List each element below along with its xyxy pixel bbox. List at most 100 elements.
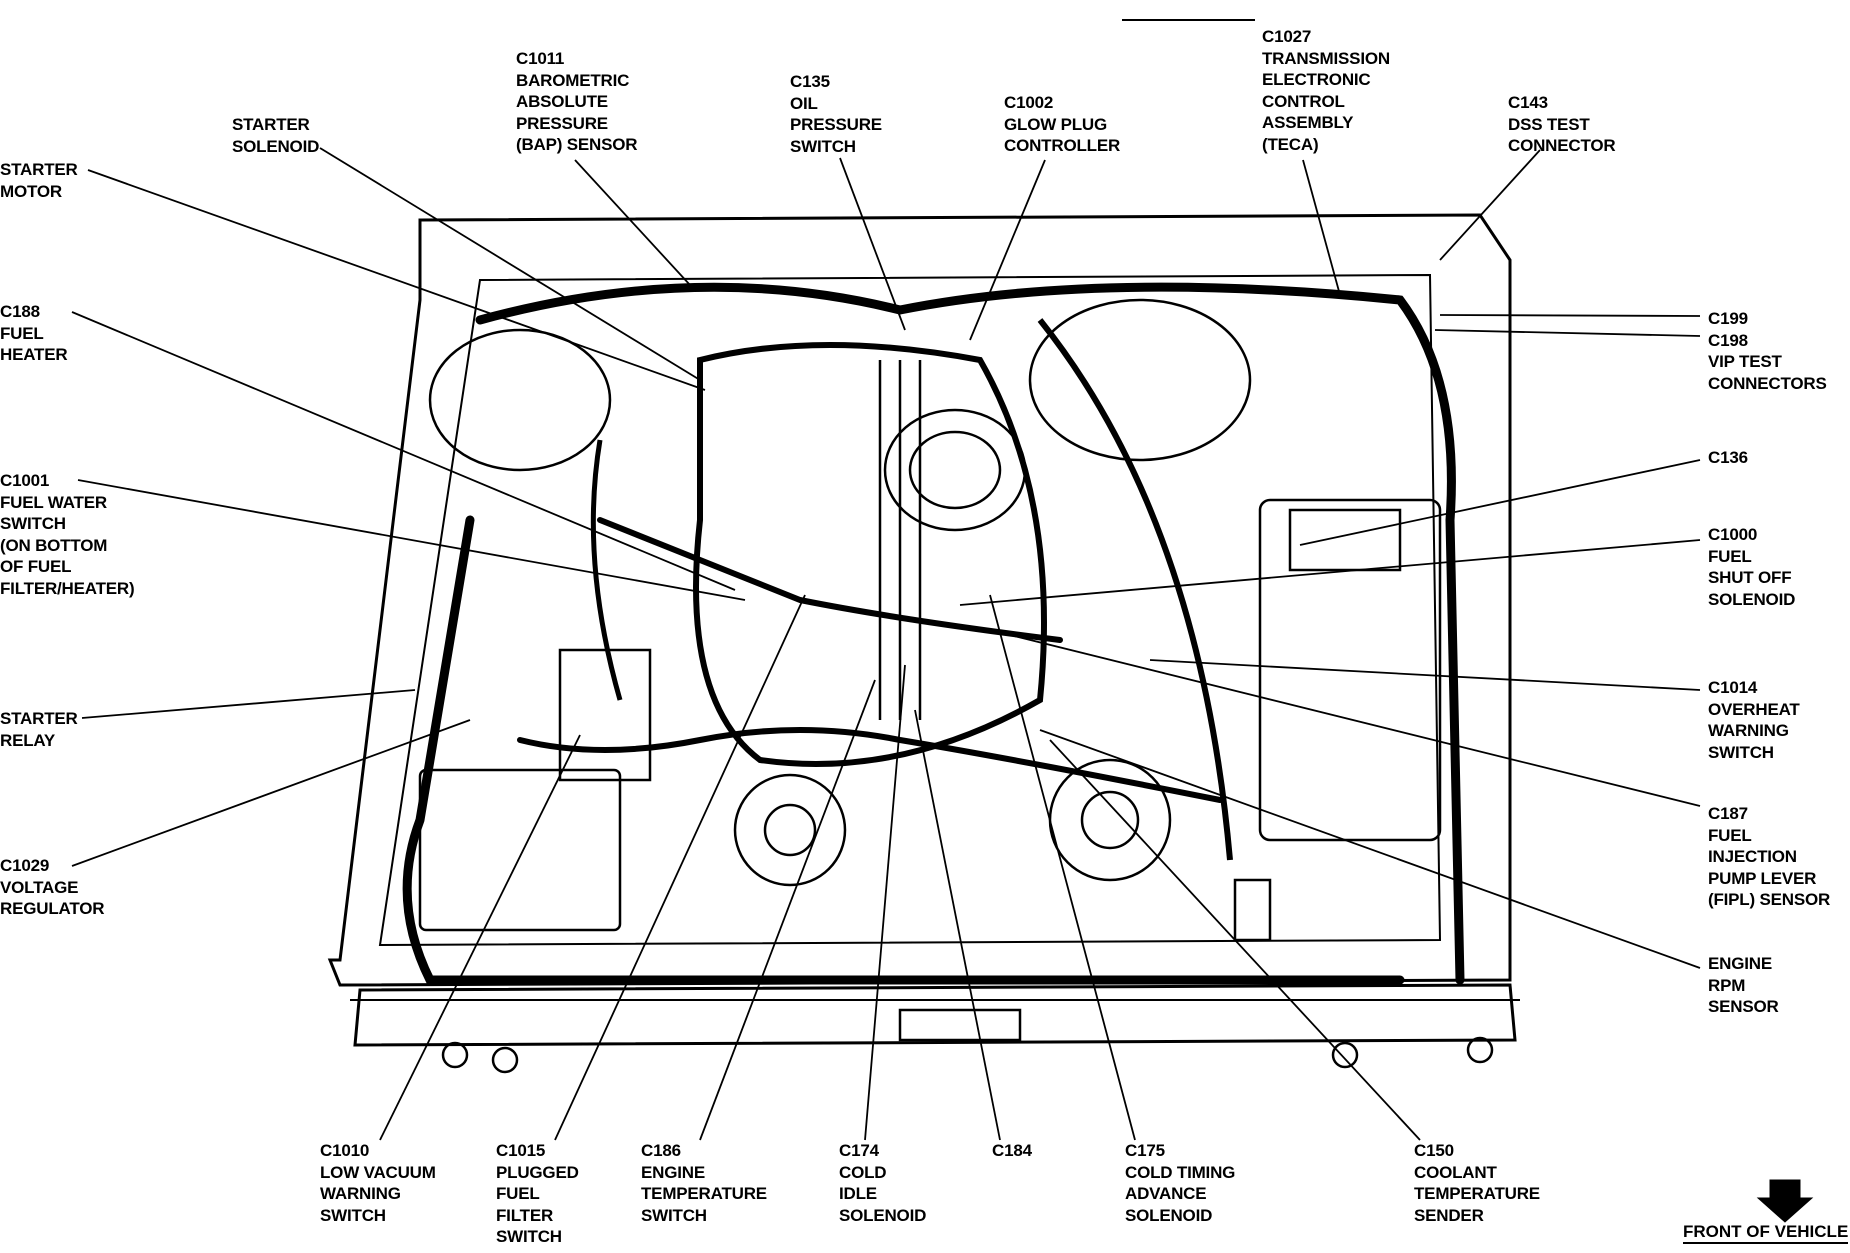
callout-line: VOLTAGE (0, 877, 79, 897)
callout-line: SWITCH (1708, 742, 1774, 762)
callout-line: C175 (1125, 1141, 1165, 1160)
callout-line: (BAP) SENSOR (516, 135, 638, 154)
callout-line: C198 (1708, 330, 1748, 350)
callout-line: HEATER (0, 345, 68, 364)
callout-line: TEMPERATURE (1414, 1184, 1540, 1203)
callout-line: COOLANT (1414, 1162, 1497, 1182)
callout-line: C1011 (516, 49, 565, 68)
label-c136: C136 (1708, 447, 1748, 469)
front-of-vehicle-label: FRONT OF VEHICLE (1683, 1222, 1849, 1244)
wiring-harness (402, 282, 1465, 985)
callout-line: C188 (0, 302, 40, 321)
callout-line: C174 (839, 1141, 879, 1160)
callout-line: SHUT OFF (1708, 568, 1792, 587)
callout-line: C1001 (0, 471, 50, 490)
callout-line: C184 (992, 1141, 1032, 1160)
callout-line: BAROMETRIC (516, 70, 630, 90)
callout-line: C186 (641, 1141, 681, 1160)
callout-line: PUMP LEVER (1708, 868, 1817, 888)
callout-line: SENDER (1414, 1205, 1484, 1225)
callout-line: TRANSMISSION (1262, 48, 1390, 68)
callout-line: STARTER (0, 160, 78, 179)
callout-line: C1000 (1708, 525, 1758, 544)
callout-line: STARTER (0, 709, 78, 728)
callout-line: C136 (1708, 448, 1748, 467)
callout-line: C199 (1708, 309, 1748, 328)
callout-line: CONTROL (1262, 91, 1345, 111)
callout-line: C1029 (0, 856, 50, 875)
callout-line: FILTER/HEATER) (0, 578, 135, 598)
callout-line: SOLENOID (1708, 589, 1796, 609)
leader-lines (71, 19, 1701, 1141)
callout-line: C1027 (1262, 27, 1312, 46)
callout-line: ASSEMBLY (1262, 113, 1354, 132)
callout-line: SWITCH (790, 136, 856, 156)
front-of-vehicle-arrow-icon (1756, 1179, 1814, 1223)
callout-line: FUEL (0, 323, 44, 343)
callout-line: SWITCH (320, 1205, 386, 1225)
callout-line: DSS TEST (1508, 114, 1590, 134)
callout-line: ENGINE (641, 1162, 705, 1182)
callout-line: STARTER (232, 115, 310, 134)
callout-line: FILTER (496, 1205, 554, 1225)
label-starter-motor: STARTER MOTOR (0, 159, 78, 202)
callout-line: IDLE (839, 1184, 877, 1203)
engine-bay-outline (327, 213, 1520, 1047)
callout-line: LOW VACUUM (320, 1162, 436, 1182)
callout-line: FUEL (1708, 825, 1752, 845)
callout-line: COLD TIMING (1125, 1162, 1236, 1182)
callout-line: ENGINE (1708, 954, 1772, 973)
callout-line: ABSOLUTE (516, 92, 608, 111)
callout-line: SOLENOID (1125, 1205, 1213, 1225)
callout-line: WARNING (320, 1184, 401, 1203)
label-engine-rpm-sensor: ENGINE RPM SENSOR (1708, 953, 1779, 1018)
callout-line: C135 (790, 72, 830, 91)
callout-line: RPM (1708, 975, 1746, 995)
callout-line: C1015 (496, 1141, 546, 1160)
callout-line: C143 (1508, 93, 1548, 112)
callout-line: TEMPERATURE (641, 1184, 767, 1203)
callout-line: SENSOR (1708, 997, 1779, 1016)
callout-line: FUEL (1708, 546, 1752, 566)
callout-line: GLOW PLUG (1004, 114, 1108, 134)
label-c184: C184 (992, 1140, 1032, 1162)
callout-line: CONTROLLER (1004, 136, 1121, 155)
callout-line: OF FUEL (0, 557, 72, 576)
callout-line: C150 (1414, 1141, 1454, 1160)
callout-line: (FIPL) SENSOR (1708, 890, 1831, 909)
engine-components (418, 298, 1494, 1074)
callout-line: SOLENOID (839, 1205, 927, 1225)
callout-line: FUEL (496, 1184, 540, 1203)
callout-line: ADVANCE (1125, 1184, 1207, 1203)
callout-line: PRESSURE (790, 115, 882, 134)
callout-line: CONNECTOR (1508, 136, 1616, 155)
callout-line: PRESSURE (516, 113, 608, 133)
callout-line: ELECTRONIC (1262, 70, 1371, 89)
callout-line: C187 (1708, 804, 1748, 823)
callout-line: INJECTION (1708, 847, 1797, 866)
callout-line: SWITCH (0, 514, 66, 533)
callout-line: MOTOR (0, 181, 62, 201)
callout-line: SWITCH (496, 1227, 562, 1246)
